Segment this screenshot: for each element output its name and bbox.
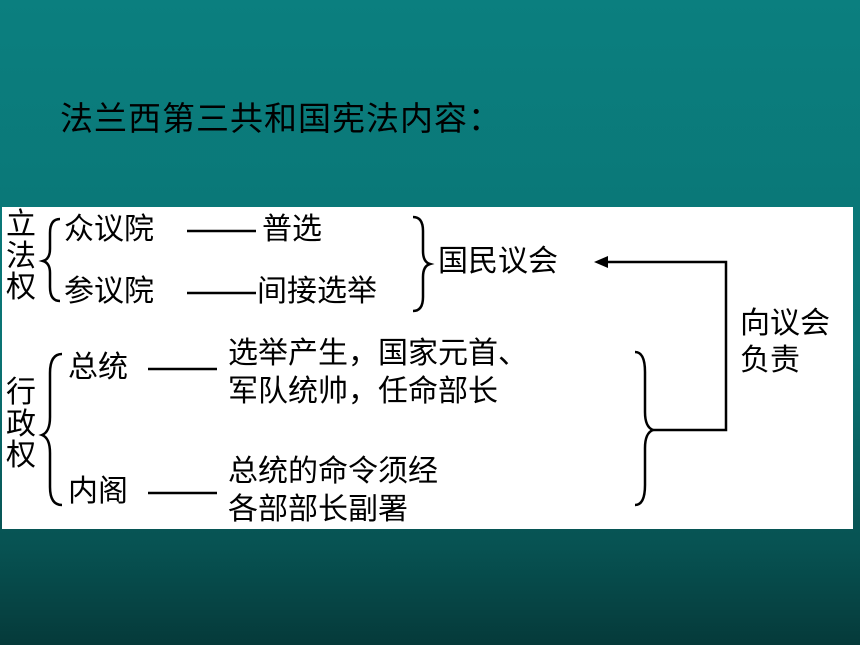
cabinet-name: 内阁 [68,474,128,509]
executive-right-brace [634,350,657,507]
national-assembly: 国民议会 [438,244,558,279]
responsibility-line2: 负责 [740,343,800,378]
president-name: 总统 [68,350,128,385]
slide-title: 法兰西第三共和国宪法内容： [60,99,502,138]
legislative-right-brace [412,215,435,313]
cabinet-duty-line1: 总统的命令须经 [228,454,438,489]
cabinet-duty-line2: 各部部长副署 [228,492,408,527]
president-duty-line2: 军队统帅，任命部长 [228,374,498,409]
executive-left-brace [38,352,63,507]
chamber2-name: 参议院 [64,274,154,309]
president-duty-line1: 选举产生，国家元首、 [228,336,528,371]
legislative-label: 立法权 [6,207,36,305]
legislative-left-brace [38,217,61,303]
chamber1-name: 众议院 [64,212,154,247]
chamber1-method: 普选 [262,212,322,247]
constitution-diagram: 立法权 众议院 普选 参议院 间接选举 国民议会 行政权 总统 选举产生，国家元… [2,207,853,529]
chamber2-method: 间接选举 [257,274,377,309]
responsibility-connector [602,260,728,432]
diagram-connectors [38,215,728,507]
arrowhead-icon [594,256,608,268]
executive-label: 行政权 [6,375,36,473]
responsibility-line1: 向议会 [740,306,830,341]
